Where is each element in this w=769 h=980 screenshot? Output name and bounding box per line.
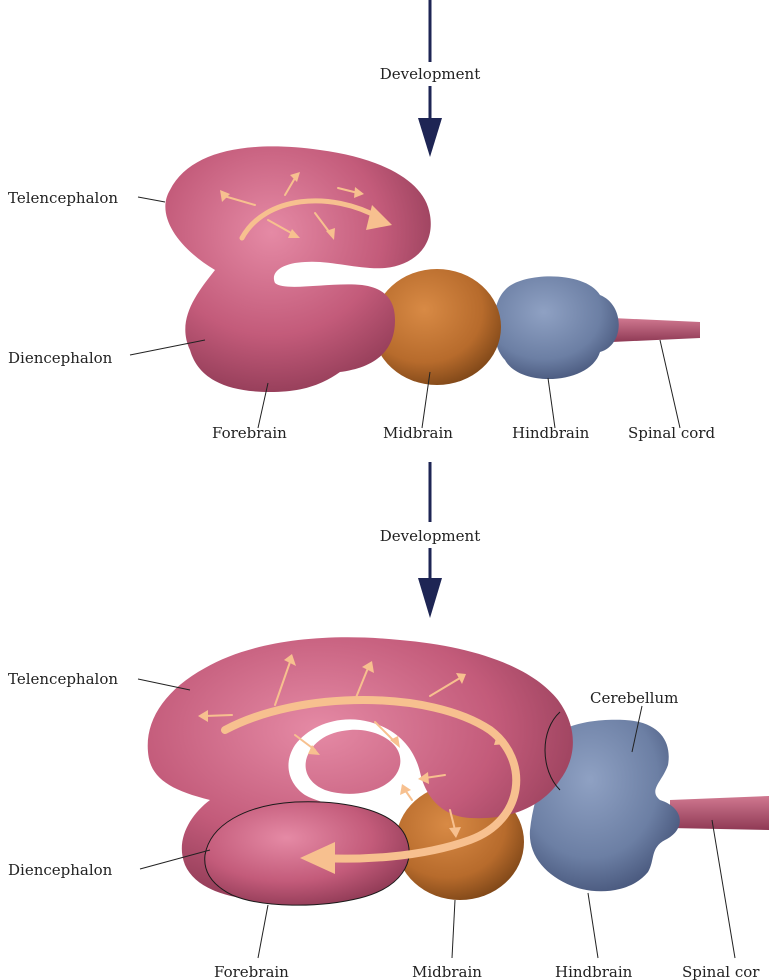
label-midbrain-top: Midbrain [383,424,453,442]
development-label-top: Development [380,65,480,83]
label-diencephalon-top: Diencephalon [8,349,113,367]
label-telencephalon-top: Telencephalon [8,189,118,207]
spinal-cord-bottom [670,796,769,830]
label-diencephalon-bottom: Diencephalon [8,861,113,879]
later-brain [148,637,769,905]
label-telencephalon-bottom: Telencephalon [8,670,118,688]
early-brain [165,146,700,392]
hindbrain-top [494,276,619,379]
label-hindbrain-bottom: Hindbrain [555,963,633,980]
label-cerebellum-bottom: Cerebellum [590,689,678,707]
label-forebrain-bottom: Forebrain [214,963,289,980]
development-label-bottom: Development [380,527,480,545]
label-midbrain-bottom: Midbrain [412,963,482,980]
forebrain-lobe-bottom [205,802,409,905]
label-spinal-cord-bottom: Spinal cor [682,963,760,980]
label-forebrain-top: Forebrain [212,424,287,442]
label-hindbrain-top: Hindbrain [512,424,590,442]
label-spinal-cord-top: Spinal cord [628,424,715,442]
